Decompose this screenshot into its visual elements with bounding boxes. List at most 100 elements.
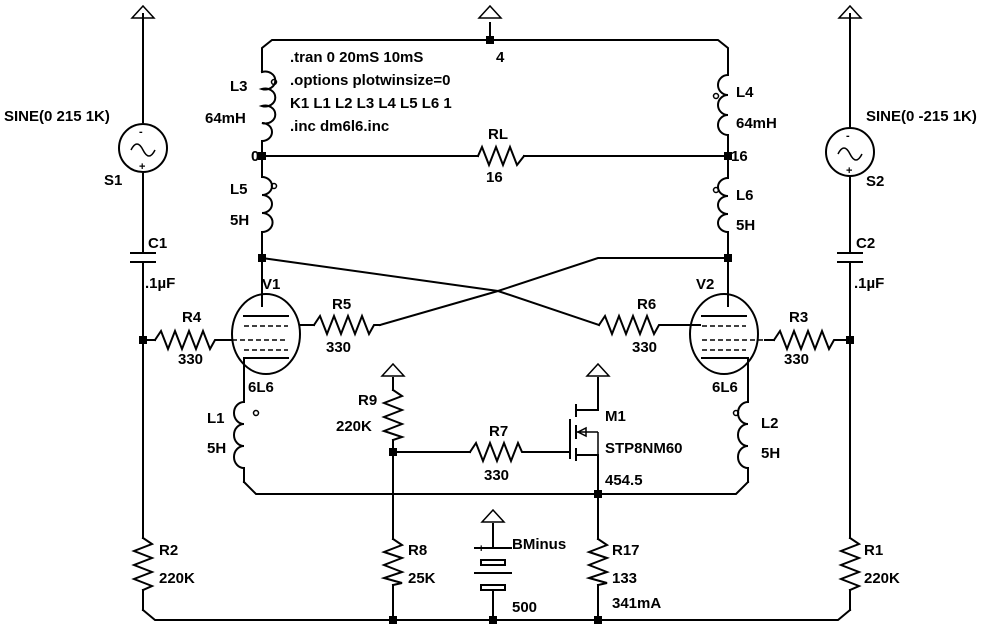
inductor-l4 [712,73,730,137]
r8-value: 25K [408,570,436,587]
l3-name: L3 [230,78,248,95]
l6-name: L6 [736,187,754,204]
resistor-r1 [838,536,862,592]
capacitor-c1 [130,252,156,263]
r1-value: 220K [864,570,900,587]
rl-value: 16 [486,169,503,186]
s1-value: SINE(0 215 1K) [4,108,110,125]
supply-arrow-mosfet [585,362,611,377]
resistor-r9 [381,388,406,442]
inductor-l1 [233,400,260,470]
c2-name: C2 [856,235,875,252]
mosfet-m1 [569,404,599,461]
l1-value: 5H [207,440,226,457]
tube-labels: V1 6L6 V2 6L6 [248,276,738,396]
battery-bminus: + [474,543,512,591]
l5-value: 5H [230,212,249,229]
resistor-r8 [380,537,405,587]
v1-model: 6L6 [248,379,274,396]
mosfet-labels: M1 STP8NM60 454.5 [605,408,683,489]
l1-name: L1 [207,410,225,427]
s2-name: S2 [866,173,884,190]
r7-name: R7 [489,423,508,440]
s2-value: SINE(0 -215 1K) [866,108,977,125]
r2-value: 220K [159,570,195,587]
rl-name: RL [488,126,508,143]
r2-name: R2 [159,542,178,559]
supply-arrow-s2 [837,4,863,19]
c2-value: .1µF [854,275,884,292]
svg-text:+: + [139,161,145,173]
junctions [139,36,854,624]
source-s2: - + [825,127,875,177]
r4-name: R4 [182,309,202,326]
v2-name: V2 [696,276,714,293]
directive-options: .options plotwinsize=0 [290,72,450,89]
supply-arrow-bminus [480,508,506,523]
capacitor-c2 [837,252,863,263]
c1-name: C1 [148,235,167,252]
directive-include: .inc dm6l6.inc [290,118,389,135]
r9-name: R9 [358,392,377,409]
supply-arrow-top-4 [477,4,503,19]
source-labels: SINE(0 215 1K) S1 SINE(0 -215 1K) S2 BMi… [4,108,977,616]
r3-name: R3 [789,309,808,326]
r6-name: R6 [637,296,656,313]
r5-name: R5 [332,296,351,313]
l6-value: 5H [736,217,755,234]
m1-name: M1 [605,408,626,425]
r9-value: 220K [336,418,372,435]
l3-value: 64mH [205,110,246,127]
node-label-4: 4 [496,49,505,66]
tube-v2 [689,293,765,376]
r5-value: 330 [326,339,351,356]
supply-arrow-s1 [130,4,156,19]
c1-value: .1µF [145,275,175,292]
r4-value: 330 [178,351,203,368]
directive-tran: .tran 0 20mS 10mS [290,49,423,66]
capacitor-labels: C1 .1µF C2 .1µF [145,235,884,292]
l2-value: 5H [761,445,780,462]
r7-value: 330 [484,467,509,484]
spice-directives: .tran 0 20mS 10mS .options plotwinsize=0… [290,49,452,135]
node-labels: 4 0 16 [251,49,748,165]
tube-v1 [231,293,301,376]
resistor-r6 [597,313,687,337]
m1-voltage: 454.5 [605,472,643,489]
resistor-r7 [468,440,527,464]
svg-text:+: + [846,165,852,177]
resistor-r3 [772,328,839,352]
inductor-l5 [260,175,278,234]
bminus-name: BMinus [512,536,566,553]
wires [141,13,852,621]
inductor-l6 [712,176,730,234]
svg-text:-: - [139,126,143,138]
resistor-r2 [131,536,155,592]
r17-current: 341mA [612,595,661,612]
v2-model: 6L6 [712,379,738,396]
v1-name: V1 [262,276,280,293]
inductor-l2 [732,400,750,470]
s1-name: S1 [104,172,122,189]
inductor-labels: L3 64mH L4 64mH L5 5H L6 5H L1 5H L2 5H [205,78,780,462]
r6-value: 330 [632,339,657,356]
bminus-value: 500 [512,599,537,616]
l4-name: L4 [736,84,754,101]
r8-name: R8 [408,542,427,559]
r17-name: R17 [612,542,640,559]
inductor-l3 [258,70,278,143]
resistor-r17 [585,537,610,587]
resistor-rl [476,144,526,168]
source-s1: - + [118,123,168,173]
resistor-r5 [312,313,381,337]
node-label-16: 16 [731,148,748,165]
svg-text:-: - [846,130,850,142]
directive-coupling: K1 L1 L2 L3 L4 L5 L6 1 [290,95,452,112]
svg-text:+: + [478,543,484,555]
m1-model: STP8NM60 [605,440,683,457]
l5-name: L5 [230,181,248,198]
node-label-0: 0 [251,148,259,165]
l4-value: 64mH [736,115,777,132]
r3-value: 330 [784,351,809,368]
